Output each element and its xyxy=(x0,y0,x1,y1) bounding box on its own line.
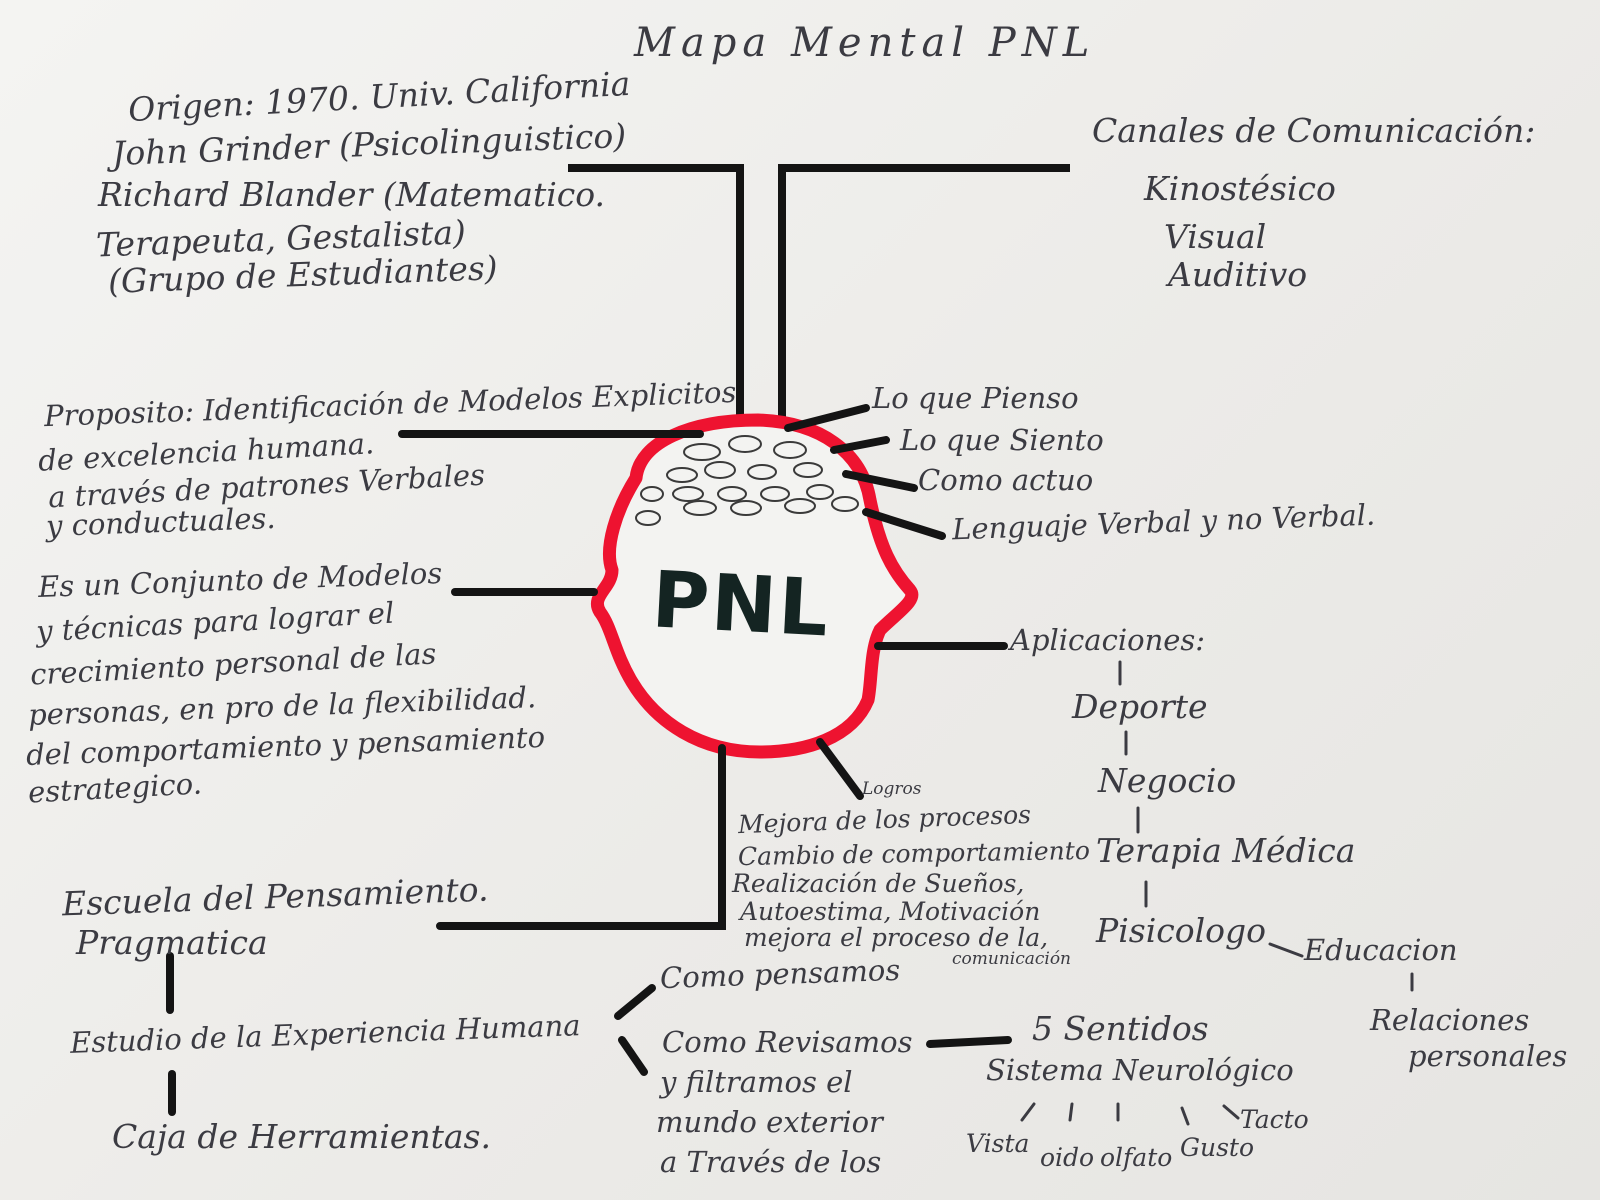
como-revisamos-line: mundo exterior xyxy=(656,1105,883,1139)
como-revisamos-line: Como Revisamos xyxy=(662,1025,913,1059)
connectors xyxy=(166,404,1012,1116)
connector-lenguaje xyxy=(862,508,946,540)
aplicacion-item: Pisicologo xyxy=(1096,911,1267,950)
connector-top-left xyxy=(568,164,744,424)
aplicacion-item: personales xyxy=(1408,1039,1568,1073)
connector-sentidos xyxy=(926,1036,1012,1048)
canal-item: Visual xyxy=(1164,217,1267,256)
como-revisamos-line: a Través de los xyxy=(660,1145,882,1179)
connector-como-revisamos xyxy=(618,1036,648,1076)
aplicacion-item: Deporte xyxy=(1072,687,1208,726)
sentido-item: Gusto xyxy=(1180,1133,1254,1162)
canal-item: Kinostésico xyxy=(1144,169,1336,208)
connector-top-right xyxy=(778,164,1070,434)
connector-actuo xyxy=(842,470,918,492)
logros-line: Realización de Sueños, xyxy=(732,869,1025,898)
sentido-item: olfato xyxy=(1100,1143,1173,1172)
escuela-line: Pragmatica xyxy=(76,923,268,962)
sentidos-sub: Sistema Neurológico xyxy=(986,1053,1294,1087)
connector-pienso xyxy=(784,404,870,432)
app-tree-ticks xyxy=(1020,660,1414,1126)
connector-como-pensamos xyxy=(614,984,656,1020)
brain-item: Lo que Pienso xyxy=(872,381,1079,415)
canales-heading: Canales de Comunicación: xyxy=(1092,111,1536,150)
canal-item: Auditivo xyxy=(1168,255,1308,294)
aplicacion-item: Negocio xyxy=(1098,761,1237,800)
origin-line: Richard Blander (Matematico. xyxy=(98,175,606,214)
sentido-item: Tacto xyxy=(1240,1105,1309,1134)
head-outline xyxy=(591,413,919,759)
brain-cells xyxy=(635,435,859,526)
sentido-item: Vista xyxy=(966,1129,1030,1158)
page-title: Mapa Mental PNL xyxy=(634,20,1096,66)
sentidos-heading: 5 Sentidos xyxy=(1032,1009,1209,1048)
logros-line: mejora el proceso de la, xyxy=(744,923,1049,952)
aplicacion-item: Terapia Médica xyxy=(1096,831,1356,870)
logros-line: Cambio de comportamiento xyxy=(737,835,1091,872)
aplicaciones-heading: Aplicaciones: xyxy=(1010,623,1206,657)
logros-heading: Logros xyxy=(862,779,922,799)
logros-line: Autoestima, Motivación xyxy=(740,897,1041,926)
escuela-chain-item: Caja de Herramientas. xyxy=(112,1117,491,1156)
aplicacion-item: Educacion xyxy=(1304,933,1458,967)
connector-escuela xyxy=(436,744,726,930)
sentido-item: oido xyxy=(1040,1143,1095,1172)
aplicacion-item: Relaciones xyxy=(1370,1003,1530,1037)
brain-item: Como actuo xyxy=(918,463,1094,497)
como-revisamos-line: y filtramos el xyxy=(660,1065,853,1099)
connector-siento xyxy=(830,436,890,454)
logros-line: comunicación xyxy=(952,949,1072,969)
connector-top-t xyxy=(568,164,1070,434)
brain-item: Lo que Siento xyxy=(900,423,1104,457)
center-label: PNL xyxy=(649,555,833,655)
connector-logros xyxy=(816,738,864,800)
